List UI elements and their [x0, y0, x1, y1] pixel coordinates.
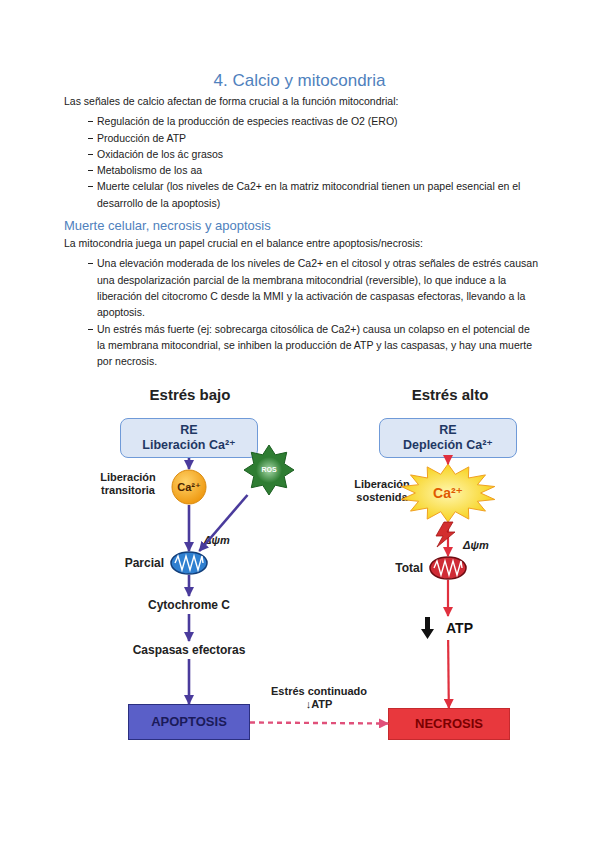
node-text: NECROSIS [415, 716, 483, 732]
paragraph-text: Las señales de calcio afectan de forma c… [64, 95, 398, 107]
node-text: Depleción Ca²⁺ [403, 438, 493, 453]
node-text: Cytochrome C [148, 598, 230, 612]
reticulum-box: REDepleción Ca²⁺ [379, 418, 517, 458]
mitochondrion-cristae [434, 561, 462, 575]
node-text: Ca²⁺ [433, 485, 463, 502]
flow-arrow [447, 580, 449, 616]
ros-star-shape [244, 445, 294, 495]
bullet-item: Un estrés más fuerte (ej: sobrecarga cit… [64, 321, 538, 370]
node-text-box: ROS [244, 445, 294, 495]
bullet-dash [88, 186, 93, 187]
edge-label: Estrés continuado ↓ATP [264, 685, 374, 711]
node-text: Ca²⁺ [177, 481, 201, 494]
bullet-item: Muerte celular (los niveles de Ca2+ en l… [64, 178, 538, 211]
bullet-dash [88, 170, 93, 171]
mitochondrion-icon: TotalΔψm [429, 556, 467, 580]
node-text: APOPTOSIS [151, 714, 227, 730]
flow-arrow [188, 505, 191, 551]
bullet-dash [88, 154, 93, 155]
calcium-burst-shape [401, 464, 495, 522]
bullet-dash [88, 329, 93, 330]
page-title: 4. Calcio y mitocondria [0, 71, 599, 91]
flow-arrow [199, 495, 247, 551]
bullet-text: Una elevación moderada de los niveles de… [97, 257, 538, 318]
node-text-box: ATP [421, 616, 475, 640]
section-heading: Muerte celular, necrosis y apoptosis [64, 218, 271, 233]
bullet-text: Muerte celular (los niveles de Ca2+ en l… [97, 180, 520, 208]
lightning-symbol [436, 522, 455, 547]
body-text: Las señales de calcio afectan de forma c… [64, 93, 538, 369]
node-text-box: Caspasas efectoras [119, 641, 259, 659]
necrosis-box: NECROSIS [388, 708, 510, 740]
reticulum-box: RELiberación Ca²⁺ [120, 418, 258, 458]
flow-arrow [447, 522, 449, 556]
mitochondrion-icon: ParcialΔψm [170, 551, 208, 575]
node-text: RE [180, 423, 197, 438]
bullet-item: Oxidación de los ác grasos [64, 146, 538, 162]
node-text: ROS [261, 466, 276, 474]
node-text-box: REDepleción Ca²⁺ [380, 419, 516, 457]
atp-node: ATP [421, 616, 475, 640]
bullet-dash [88, 121, 93, 122]
bullet-text: Oxidación de los ác grasos [97, 148, 223, 160]
bullet-item: Metabolismo de los aa [64, 162, 538, 178]
diagram-label: Liberación transitoria [88, 471, 168, 497]
paragraph-block: Las señales de calcio afectan de forma c… [64, 93, 538, 109]
node-text-box: Ca²⁺ [400, 464, 496, 522]
apoptosis-box: APOPTOSIS [128, 704, 250, 740]
mitochondrion-membrane [430, 557, 466, 579]
flow-arrow [188, 575, 191, 596]
mitochondrion-icon-outline [429, 556, 467, 580]
ros-star-core [256, 457, 282, 483]
potential-level: Total [383, 561, 423, 575]
bullet-text: Metabolismo de los aa [97, 164, 202, 176]
node-text: RE [439, 423, 456, 438]
step-text-node: Cytochrome C [134, 596, 244, 614]
section-heading-block: Muerte celular, necrosis y apoptosis [64, 217, 538, 234]
bullet-dash [88, 138, 93, 139]
potential-symbol: Δψm [463, 539, 503, 551]
flow-arrow [447, 640, 450, 708]
bullet-item: Regulación de la producción de especies … [64, 113, 538, 129]
node-text-box: Ca²⁺ [171, 469, 207, 505]
mitochondrion-cristae [175, 556, 203, 570]
mitochondrion-membrane [171, 552, 207, 574]
flow-arrow [188, 659, 191, 704]
diagram-label: Estrés bajo [130, 386, 250, 404]
diagram-label: Estrés alto [390, 386, 510, 404]
calcium-burst: Ca²⁺ [400, 464, 496, 522]
bullet-dash [88, 263, 93, 264]
node-text: Liberación Ca²⁺ [142, 438, 235, 453]
dashed-arrow [250, 722, 388, 723]
flow-arrow [447, 458, 449, 464]
paragraph-text: La mitocondria juega un papel crucial en… [64, 237, 423, 249]
potential-symbol: Δψm [204, 534, 244, 546]
node-text-box: RELiberación Ca²⁺ [121, 419, 257, 457]
node-text-box: NECROSIS [389, 709, 509, 739]
bullet-text: Producción de ATP [97, 132, 186, 144]
potential-level: Parcial [118, 556, 164, 570]
ros-star: ROS [244, 445, 294, 495]
paragraph-block: La mitocondria juega un papel crucial en… [64, 235, 538, 251]
mitochondrion-icon-outline [170, 551, 208, 575]
calcium-circle-shape [172, 470, 206, 504]
down-arrow-symbol [421, 617, 434, 639]
node-text: ATP [446, 620, 473, 637]
bullet-item: Producción de ATP [64, 130, 538, 146]
bullet-text: Regulación de la producción de especies … [97, 115, 398, 127]
flow-arrow [188, 458, 191, 469]
bullet-text: Un estrés más fuerte (ej: sobrecarga cit… [97, 323, 532, 368]
step-text-node: Caspasas efectoras [119, 641, 259, 659]
node-text-box: APOPTOSIS [129, 705, 249, 739]
node-text-box: Cytochrome C [134, 596, 244, 614]
flow-arrow [188, 614, 191, 641]
bullet-item: Una elevación moderada de los niveles de… [64, 255, 538, 320]
calcium-circle: Ca²⁺ [171, 469, 207, 505]
node-text: Caspasas efectoras [133, 643, 246, 657]
